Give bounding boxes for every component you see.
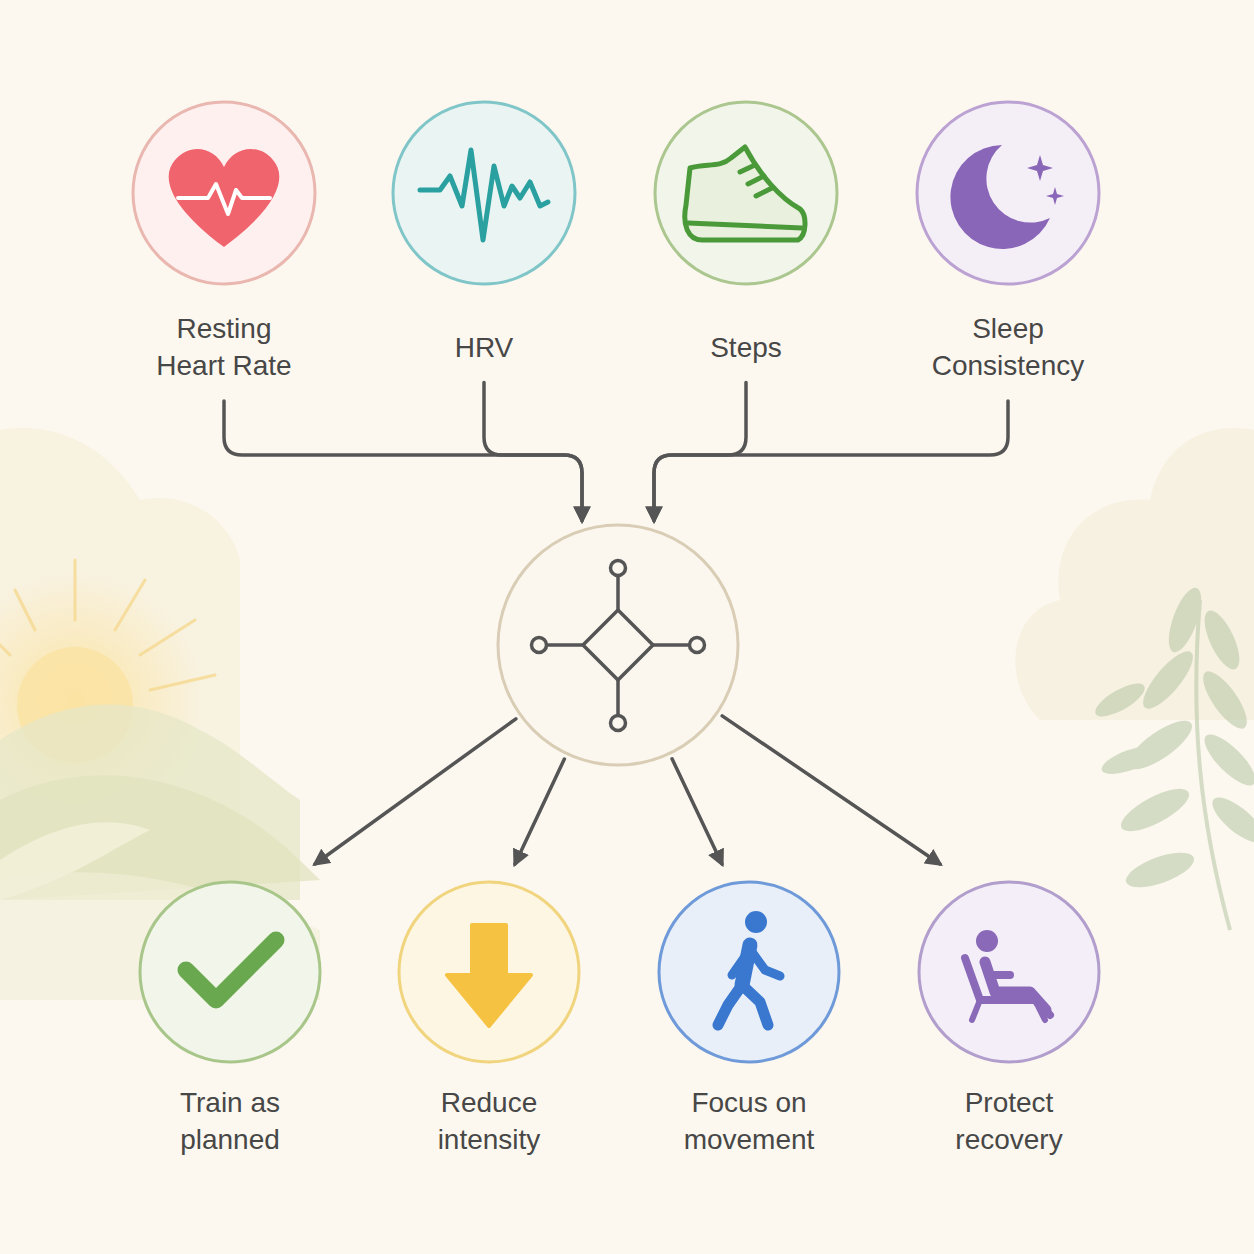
circle-shape (917, 102, 1099, 284)
action-circle: Reduce intensity (397, 880, 581, 1064)
circle-shape (133, 102, 315, 284)
action-circle: Protect recovery (917, 880, 1101, 1064)
hub-circle (496, 523, 740, 767)
metric-circle: HRV (391, 100, 577, 286)
action-circle: Train as planned (138, 880, 322, 1064)
node-label: Focus on movement (664, 1085, 834, 1159)
moon-shape (950, 145, 1050, 249)
circle-shape (659, 882, 839, 1062)
moon-icon (950, 145, 1064, 249)
metric-circle: Steps (653, 100, 839, 286)
heart-shape (169, 149, 280, 247)
node-label: Steps (646, 330, 846, 367)
sun-rays (0, 560, 215, 690)
arrow-connector (654, 401, 1008, 520)
shoe-body (685, 147, 805, 240)
circle-outline (653, 100, 839, 286)
metric-circle: Resting Heart Rate (131, 100, 317, 286)
circle-outline (917, 880, 1101, 1064)
arrow-connector (654, 382, 746, 520)
reclining-person-icon (965, 930, 1050, 1020)
star (1046, 187, 1064, 205)
arrow-connector (515, 759, 564, 864)
circle-outline (391, 100, 577, 286)
network-hub-icon (532, 561, 705, 731)
hrv-wave-icon (420, 150, 548, 240)
circle-shape (655, 102, 837, 284)
circle-shape (140, 882, 320, 1062)
arrow-connector (722, 716, 940, 864)
circle-outline (138, 880, 322, 1064)
circle-shape (399, 882, 579, 1062)
heart-icon (169, 149, 280, 247)
pulse-line (178, 184, 270, 214)
circle-shape (498, 525, 738, 765)
arrow-connector (484, 382, 582, 520)
circle-shape (393, 102, 575, 284)
circle-outline (657, 880, 841, 1064)
node-label: HRV (384, 330, 584, 367)
action-circle: Focus on movement (657, 880, 841, 1064)
star (1027, 155, 1053, 181)
circle-outline (915, 100, 1101, 286)
node-label: Resting Heart Rate (139, 311, 309, 385)
metric-circle: Sleep Consistency (915, 100, 1101, 286)
arrow-connector (315, 719, 516, 864)
shoe-icon (685, 147, 805, 240)
check-icon (186, 940, 276, 1000)
walker-icon (718, 911, 780, 1025)
arrow-connector (672, 759, 722, 864)
circle-outline (131, 100, 317, 286)
node-label: Reduce intensity (414, 1085, 564, 1159)
shoe-sole (688, 223, 802, 228)
circle-shape (919, 882, 1099, 1062)
node-label: Sleep Consistency (903, 311, 1113, 385)
node-label: Protect recovery (929, 1085, 1089, 1159)
leafy-branch (1091, 584, 1254, 930)
node-label: Train as planned (155, 1085, 305, 1159)
down-arrow-icon (447, 925, 531, 1026)
circle-outline (397, 880, 581, 1064)
arrow-connector (224, 401, 582, 520)
circle-outline (496, 523, 740, 767)
shoe-laces (740, 165, 772, 196)
